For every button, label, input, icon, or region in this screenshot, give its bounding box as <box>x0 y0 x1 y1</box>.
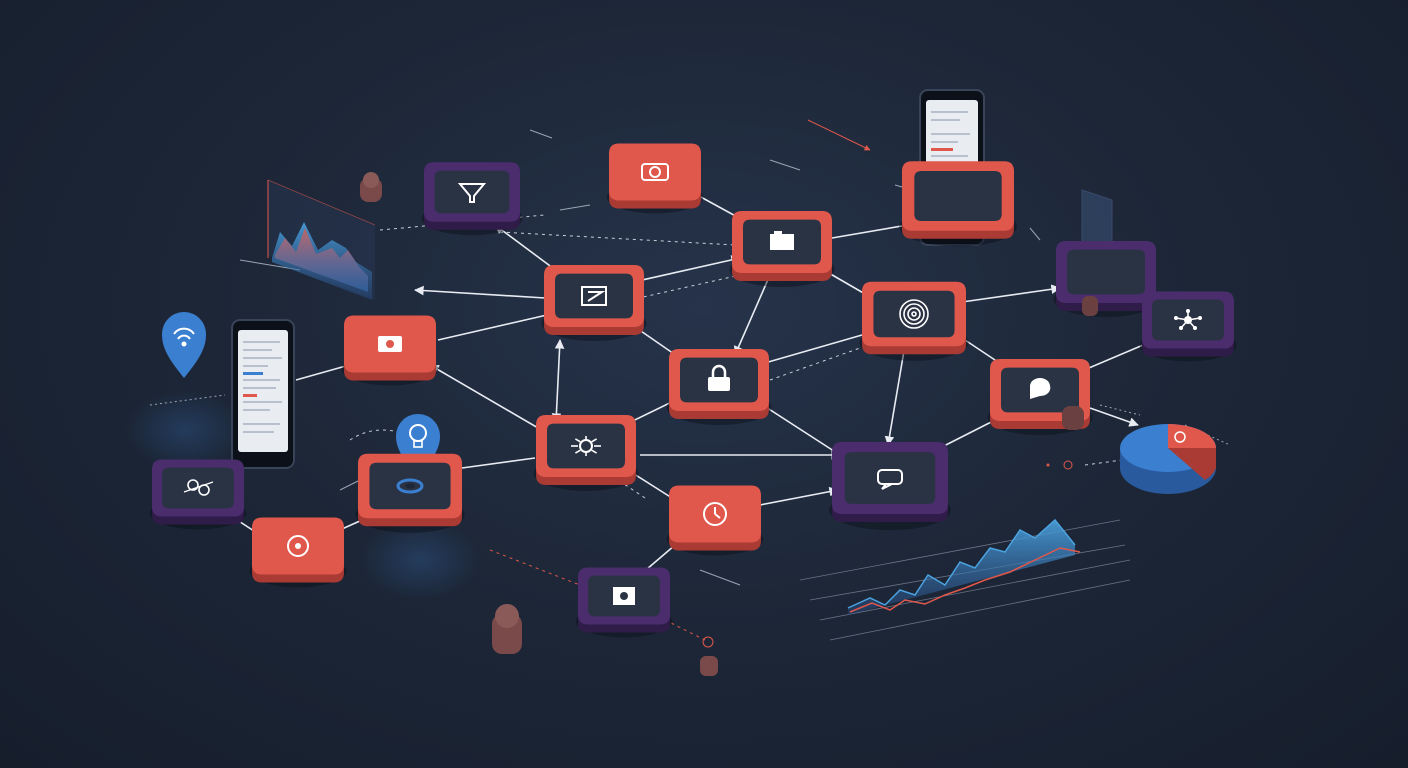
network-hub-icon <box>1174 309 1202 330</box>
chat-icon <box>1030 378 1051 399</box>
smartphone-left <box>231 319 295 469</box>
pie-chart-icon <box>1120 424 1216 494</box>
location-pad-icon <box>396 478 424 494</box>
dollar-document-icon <box>613 587 635 605</box>
connection-links <box>224 189 1156 576</box>
node-tiles <box>149 143 1237 638</box>
folder-icon <box>378 336 402 352</box>
settings-circle-icon <box>287 535 309 557</box>
line-chart-bottom <box>799 518 1131 641</box>
figure-bottom <box>492 604 522 654</box>
lock-icon <box>708 364 730 391</box>
image-icon <box>770 231 794 250</box>
people-icon <box>183 479 214 496</box>
n-chat-tile[interactable] <box>987 359 1093 435</box>
n-document-tile[interactable] <box>541 265 647 341</box>
figure-top-right <box>1082 296 1098 316</box>
figure-right <box>1062 406 1084 430</box>
figure-top-left <box>360 172 382 202</box>
n-message-tile[interactable] <box>829 442 951 531</box>
gear-network-icon <box>571 436 601 456</box>
n-lock-tile[interactable] <box>666 349 772 425</box>
n-target-tile[interactable] <box>859 281 969 361</box>
n-location-pad-tile[interactable] <box>355 453 465 533</box>
target-icon <box>899 299 929 329</box>
n-dollar-doc-tile[interactable] <box>575 567 673 638</box>
message-icon <box>877 469 903 490</box>
n-funnel-tile[interactable] <box>421 162 523 236</box>
figures <box>360 172 1098 676</box>
clock-icon <box>703 502 727 526</box>
wifi-location-pin-icon <box>162 312 206 378</box>
n-image-tile[interactable] <box>729 211 835 287</box>
camera-icon <box>641 163 669 181</box>
n-mobile-panel-tile[interactable] <box>899 161 1017 247</box>
n-network-hub-tile[interactable] <box>1139 291 1237 362</box>
n-camera-tile[interactable] <box>606 143 704 214</box>
area-chart-left <box>267 179 376 300</box>
document-icon <box>581 286 607 306</box>
n-settings-circle-tile[interactable] <box>249 517 347 588</box>
figure-bottom-small <box>700 656 718 676</box>
n-gear-network-tile[interactable] <box>533 415 639 491</box>
n-people-tile[interactable] <box>149 459 247 530</box>
n-glass-panel-tile[interactable] <box>1053 241 1159 317</box>
n-clock-tile[interactable] <box>666 485 764 556</box>
n-folder-tile[interactable] <box>341 315 439 386</box>
funnel-icon <box>457 183 487 203</box>
